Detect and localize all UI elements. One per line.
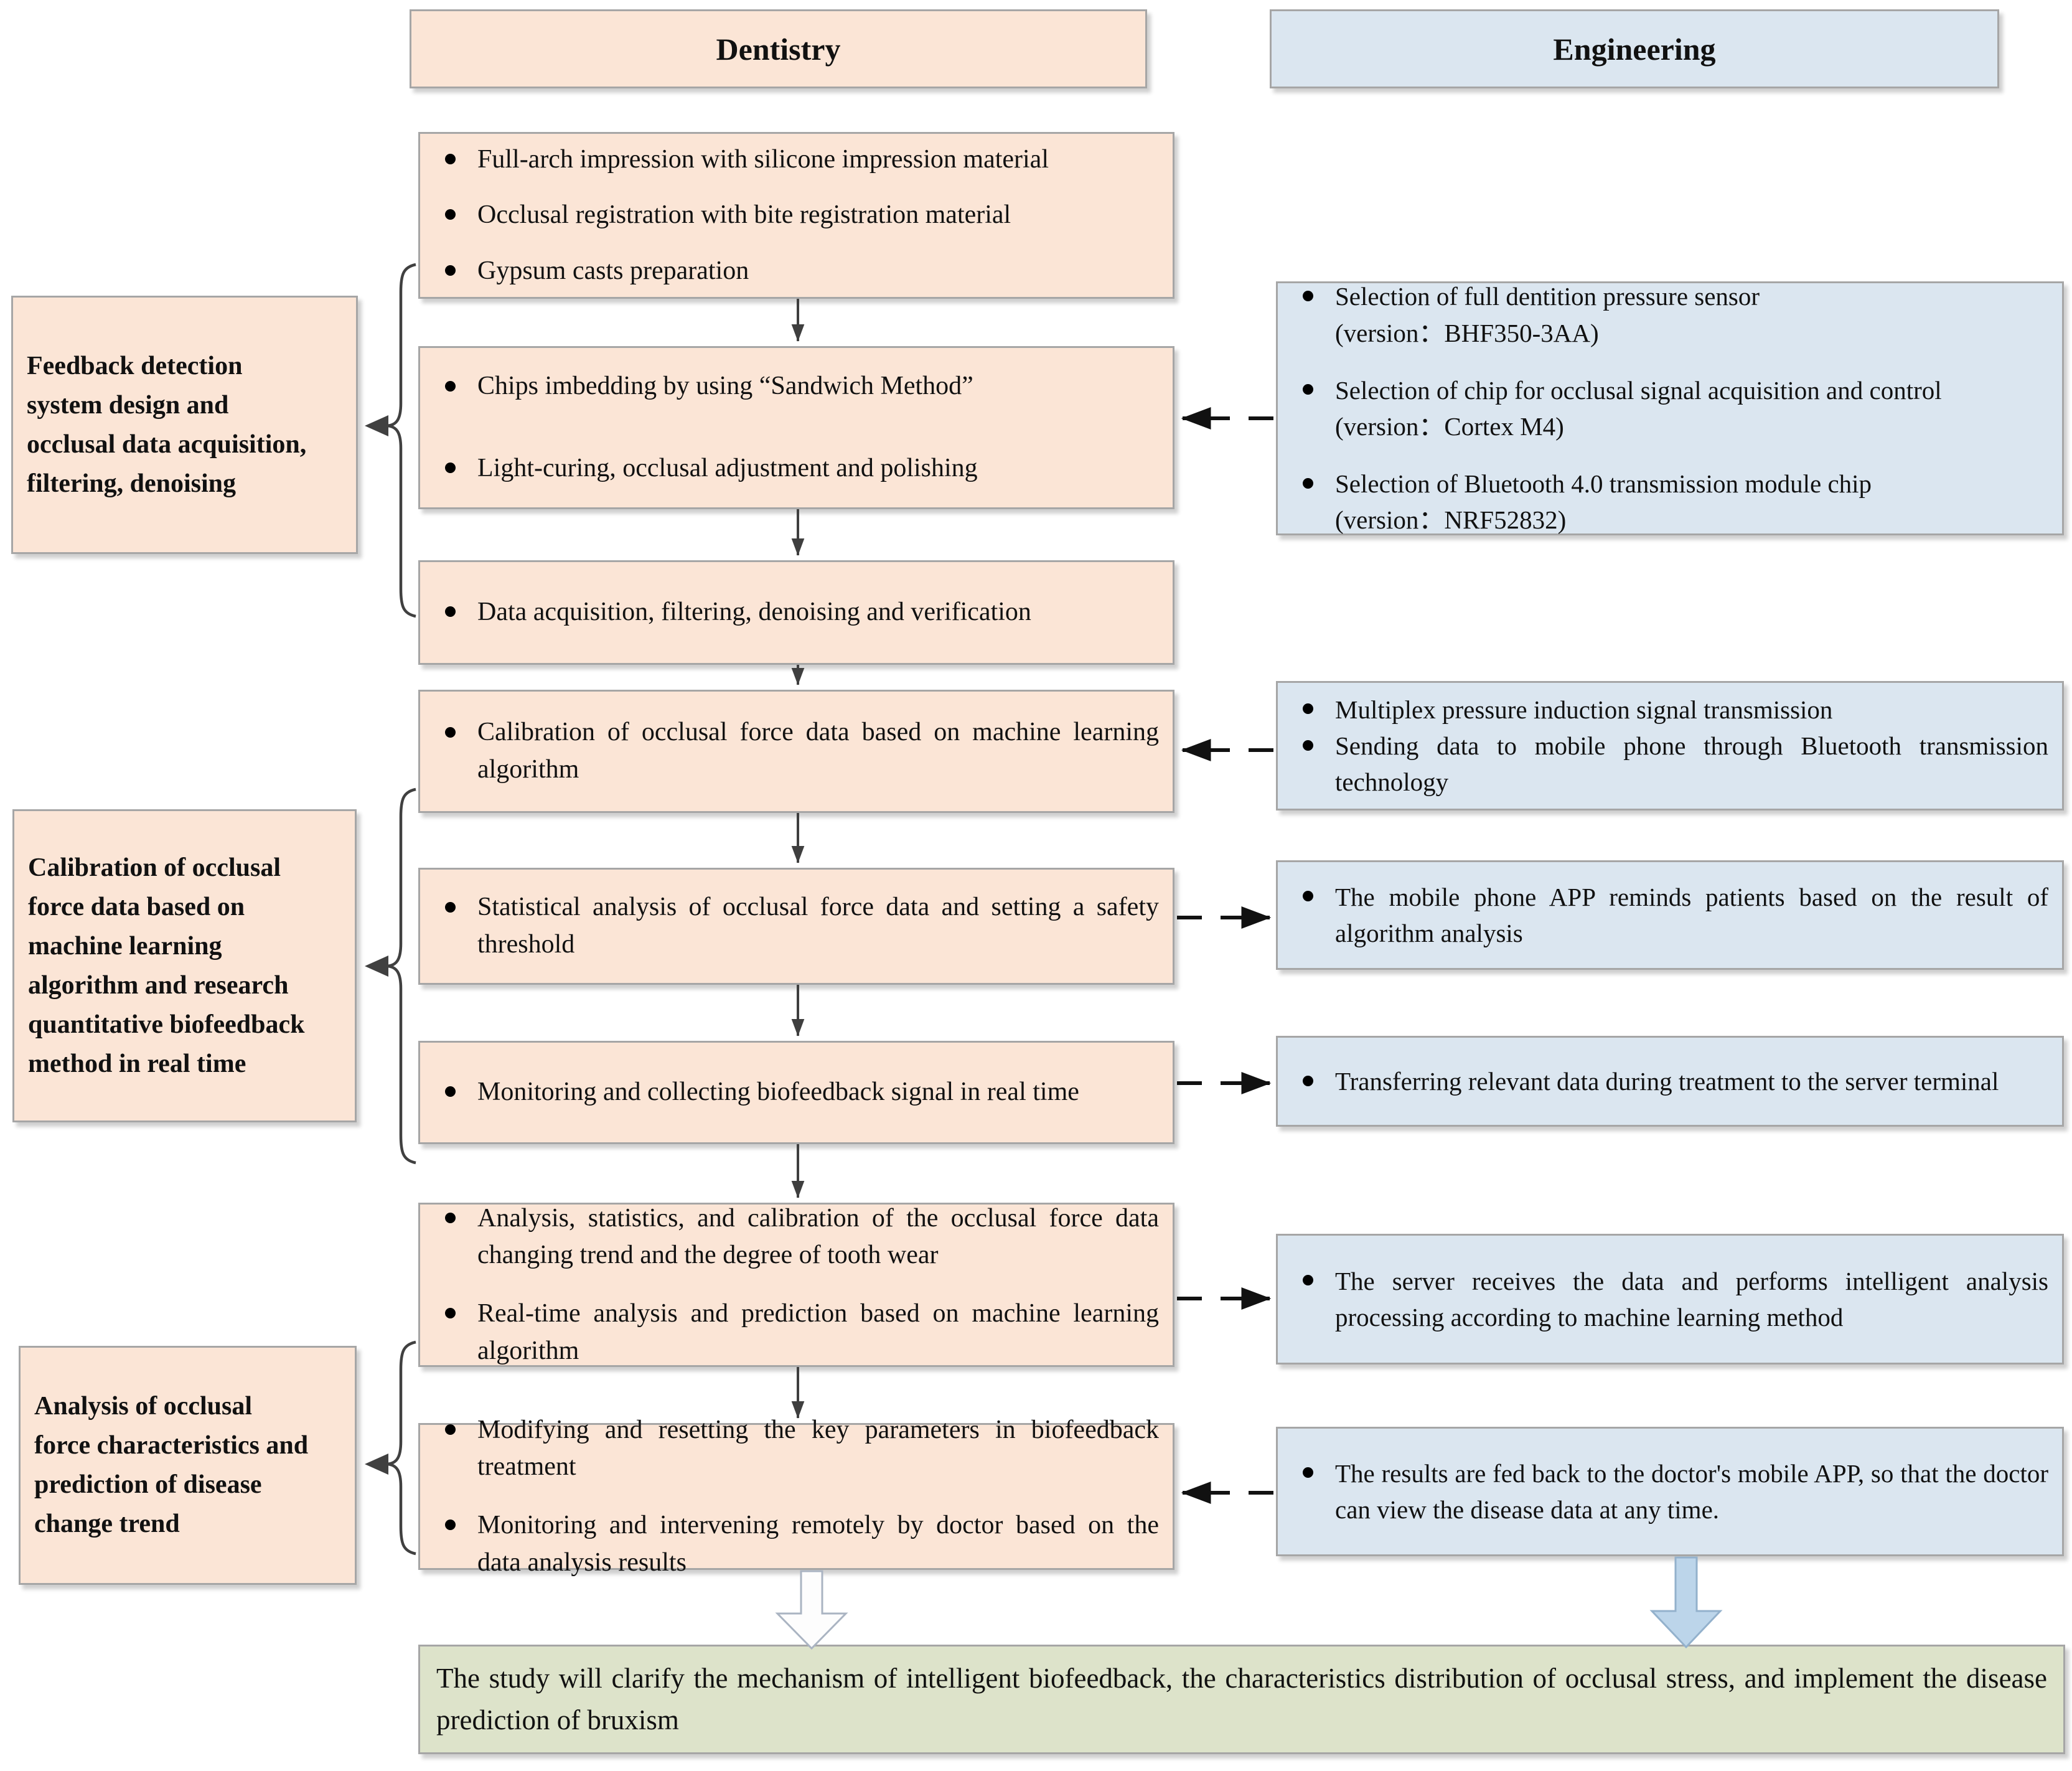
bullet-item: Multiplex pressure induction signal tran…	[1278, 692, 2062, 728]
block-arrow-engineering-to-summary	[1649, 1556, 1723, 1649]
bullet-list: The results are fed back to the doctor's…	[1278, 1429, 2062, 1554]
bullet-item: Modifying and resetting the key paramete…	[420, 1412, 1173, 1486]
dentistry-box-monitoring: Monitoring and collecting biofeedback si…	[418, 1041, 1174, 1144]
phase-label-calibration: Calibration of occlusal force data based…	[12, 809, 357, 1122]
engineering-box-server-analysis: The server receives the data and perform…	[1276, 1234, 2064, 1365]
bullet-item: The mobile phone APP reminds patients ba…	[1278, 879, 2062, 951]
dentistry-box-impression: Full-arch impression with silicone impre…	[418, 132, 1174, 299]
dentistry-box-chips: Chips imbedding by using “Sandwich Metho…	[418, 346, 1174, 509]
bullet-item: Light-curing, occlusal adjustment and po…	[420, 450, 1173, 487]
dentistry-box-data-acquisition: Data acquisition, filtering, denoising a…	[418, 560, 1174, 665]
bullet-item: The server receives the data and perform…	[1278, 1263, 2062, 1335]
brace-arrow-1	[365, 415, 388, 436]
bullet-list: The server receives the data and perform…	[1278, 1236, 2062, 1363]
bullet-list: Full-arch impression with silicone impre…	[420, 134, 1173, 297]
bullet-list: Data acquisition, filtering, denoising a…	[420, 562, 1173, 663]
engineering-box-server-transfer: Transferring relevant data during treatm…	[1276, 1036, 2064, 1127]
dentistry-box-trend-analysis: Analysis, statistics, and calibration of…	[418, 1203, 1174, 1367]
bullet-item: Monitoring and collecting biofeedback si…	[420, 1074, 1173, 1111]
version-line: (version：Cortex M4)	[1335, 412, 1564, 441]
brace-calibration	[385, 787, 416, 1165]
bullet-list: Calibration of occlusal force data based…	[420, 692, 1173, 811]
bullet-item: Transferring relevant data during treatm…	[1278, 1063, 2062, 1099]
engineering-box-doctor-feedback: The results are fed back to the doctor's…	[1276, 1427, 2064, 1556]
bullet-list: Chips imbedding by using “Sandwich Metho…	[420, 348, 1173, 507]
bullet-item: Occlusal registration with bite registra…	[420, 197, 1173, 234]
bullet-item: Statistical analysis of occlusal force d…	[420, 889, 1173, 963]
bullet-list: Selection of full dentition pressure sen…	[1278, 282, 2062, 534]
block-arrow-dentistry-to-summary	[775, 1570, 848, 1650]
bullet-list: Transferring relevant data during treatm…	[1278, 1038, 2062, 1125]
header-engineering-label: Engineering	[1553, 31, 1716, 67]
bullet-item: Full-arch impression with silicone impre…	[420, 141, 1173, 179]
bullet-list: Monitoring and collecting biofeedback si…	[420, 1043, 1173, 1142]
summary-box: The study will clarify the mechanism of …	[418, 1645, 2065, 1754]
brace-analysis	[385, 1340, 416, 1556]
bullet-item: Chips imbedding by using “Sandwich Metho…	[420, 368, 1173, 405]
bullet-list: Statistical analysis of occlusal force d…	[420, 870, 1173, 983]
header-dentistry-label: Dentistry	[716, 31, 841, 67]
dentistry-box-statistical-analysis: Statistical analysis of occlusal force d…	[418, 868, 1174, 985]
bullet-item: Data acquisition, filtering, denoising a…	[420, 594, 1173, 631]
bullet-item: Selection of Bluetooth 4.0 transmission …	[1278, 466, 2062, 538]
bullet-item: Calibration of occlusal force data based…	[420, 714, 1173, 788]
phase-label-text: Analysis of occlusal force characteristi…	[34, 1392, 309, 1538]
phase-label-text: Calibration of occlusal force data based…	[28, 853, 305, 1078]
bullet-list: Analysis, statistics, and calibration of…	[420, 1204, 1173, 1365]
bullet-item: Selection of chip for occlusal signal ac…	[1278, 372, 2062, 444]
summary-text: The study will clarify the mechanism of …	[436, 1662, 2047, 1736]
engineering-box-sensor-selection: Selection of full dentition pressure sen…	[1276, 281, 2064, 535]
phase-label-feedback-detection: Feedback detection system design and occ…	[11, 296, 358, 554]
version-line: (version：BHF350-3AA)	[1335, 318, 1599, 347]
bullet-item: Gypsum casts preparation	[420, 253, 1173, 290]
bullet-item: Real-time analysis and prediction based …	[420, 1295, 1173, 1369]
bullet-list: The mobile phone APP reminds patients ba…	[1278, 862, 2062, 968]
dentistry-box-parameter-reset: Modifying and resetting the key paramete…	[418, 1416, 1174, 1577]
phase-label-text: Feedback detection system design and occ…	[27, 351, 307, 498]
bullet-item: The results are fed back to the doctor's…	[1278, 1455, 2062, 1528]
brace-arrow-3	[365, 1454, 388, 1475]
brace-feedback-detection	[385, 263, 416, 618]
engineering-box-app-reminds: The mobile phone APP reminds patients ba…	[1276, 860, 2064, 970]
version-line: (version：NRF52832)	[1335, 505, 1567, 535]
bullet-list: Multiplex pressure induction signal tran…	[1278, 683, 2062, 809]
bullet-item: Selection of full dentition pressure sen…	[1278, 278, 2062, 350]
phase-label-analysis: Analysis of occlusal force characteristi…	[19, 1346, 357, 1585]
bullet-item: Monitoring and intervening remotely by d…	[420, 1507, 1173, 1581]
header-dentistry: Dentistry	[410, 9, 1147, 88]
brace-arrow-2	[365, 956, 388, 977]
dentistry-box-calibration: Calibration of occlusal force data based…	[418, 690, 1174, 813]
header-engineering: Engineering	[1270, 9, 1999, 88]
bullet-item: Analysis, statistics, and calibration of…	[420, 1200, 1173, 1274]
engineering-box-signal-transmission: Multiplex pressure induction signal tran…	[1276, 681, 2064, 810]
bullet-list: Modifying and resetting the key paramete…	[420, 1416, 1173, 1577]
bullet-item: Sending data to mobile phone through Blu…	[1278, 728, 2062, 800]
